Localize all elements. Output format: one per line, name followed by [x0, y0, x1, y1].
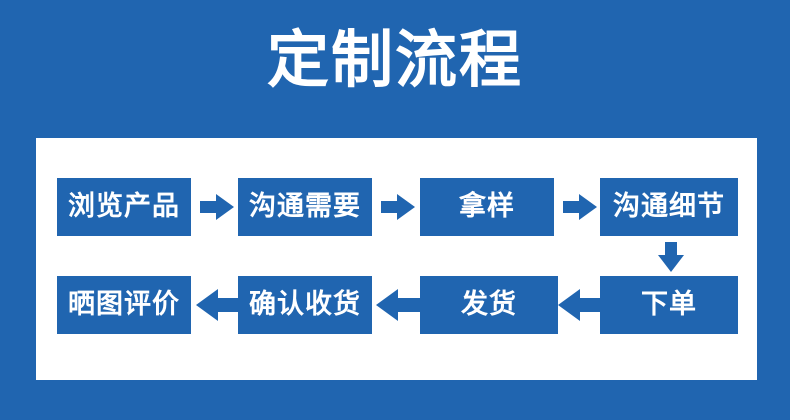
- arrow-head: [376, 289, 398, 321]
- arrow-head: [397, 194, 415, 220]
- arrow-left-icon: [196, 289, 240, 321]
- arrow-left-icon: [558, 289, 602, 321]
- flow-step-browse-products[interactable]: 浏览产品: [57, 178, 191, 236]
- flow-step-take-sample[interactable]: 拿样: [420, 178, 554, 236]
- arrow-right-icon: [200, 194, 234, 220]
- arrow-down-icon: [658, 242, 684, 272]
- arrow-shaft: [215, 298, 240, 312]
- arrow-shaft: [665, 242, 677, 258]
- arrow-head: [216, 194, 234, 220]
- arrow-head: [558, 289, 580, 321]
- arrow-shaft: [563, 201, 582, 213]
- flow-step-ship-goods[interactable]: 发货: [420, 276, 558, 334]
- arrow-shaft: [381, 201, 400, 213]
- page-title: 定制流程: [266, 23, 523, 96]
- flow-chart-panel: 浏览产品 沟通需要 拿样 沟通细节 晒图评价: [36, 138, 757, 380]
- arrow-head: [579, 194, 597, 220]
- flow-step-place-order[interactable]: 下单: [600, 276, 738, 334]
- flow-row-first: 浏览产品 沟通需要 拿样 沟通细节: [36, 178, 757, 236]
- arrow-right-icon: [563, 194, 597, 220]
- arrow-shaft: [395, 298, 420, 312]
- flow-step-share-photos-review[interactable]: 晒图评价: [57, 276, 191, 334]
- arrow-shaft: [577, 298, 602, 312]
- flow-step-communicate-needs[interactable]: 沟通需要: [238, 178, 372, 236]
- flow-step-discuss-details[interactable]: 沟通细节: [600, 178, 738, 236]
- arrow-right-icon: [381, 194, 415, 220]
- arrow-shaft: [200, 201, 219, 213]
- arrow-head: [658, 255, 684, 272]
- arrow-head: [196, 289, 218, 321]
- arrow-left-icon: [376, 289, 420, 321]
- flow-row-second: 晒图评价 确认收货 发货 下单: [36, 276, 757, 334]
- flow-step-confirm-receipt[interactable]: 确认收货: [238, 276, 372, 334]
